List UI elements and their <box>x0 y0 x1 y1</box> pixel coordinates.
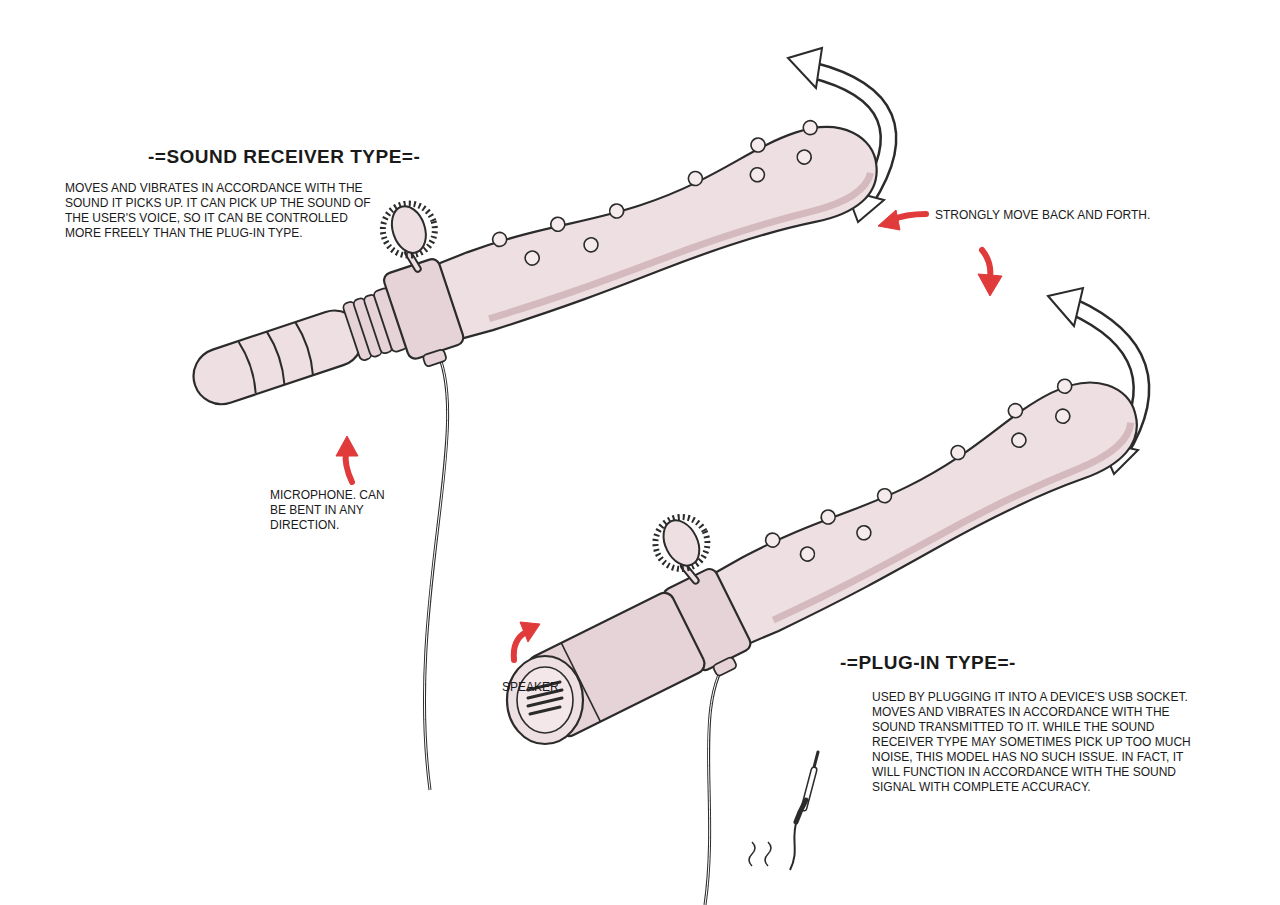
part-label: MICROPHONE. CAN BE BENT IN ANY DIRECTION… <box>270 488 395 533</box>
section-heading: -=PLUG-IN TYPE=- <box>840 652 1016 674</box>
cord <box>424 347 447 790</box>
plug-in-device <box>498 313 1158 750</box>
pointer-arrow <box>336 210 1002 660</box>
description-text: USED BY PLUGGING IT INTO A DEVICE'S USB … <box>872 690 1202 795</box>
part-label: SPEAKER. <box>502 680 562 695</box>
audio-jack <box>749 752 818 870</box>
cord <box>705 651 733 905</box>
cord <box>705 651 733 905</box>
cord <box>424 347 447 790</box>
description-text: MOVES AND VIBRATES IN ACCORDANCE WITH TH… <box>65 181 383 241</box>
speaker-face <box>507 656 583 744</box>
motion-note: STRONGLY MOVE BACK AND FORTH. <box>935 208 1150 223</box>
sound-receiver-device <box>162 58 893 438</box>
section-heading: -=SOUND RECEIVER TYPE=- <box>148 146 420 168</box>
